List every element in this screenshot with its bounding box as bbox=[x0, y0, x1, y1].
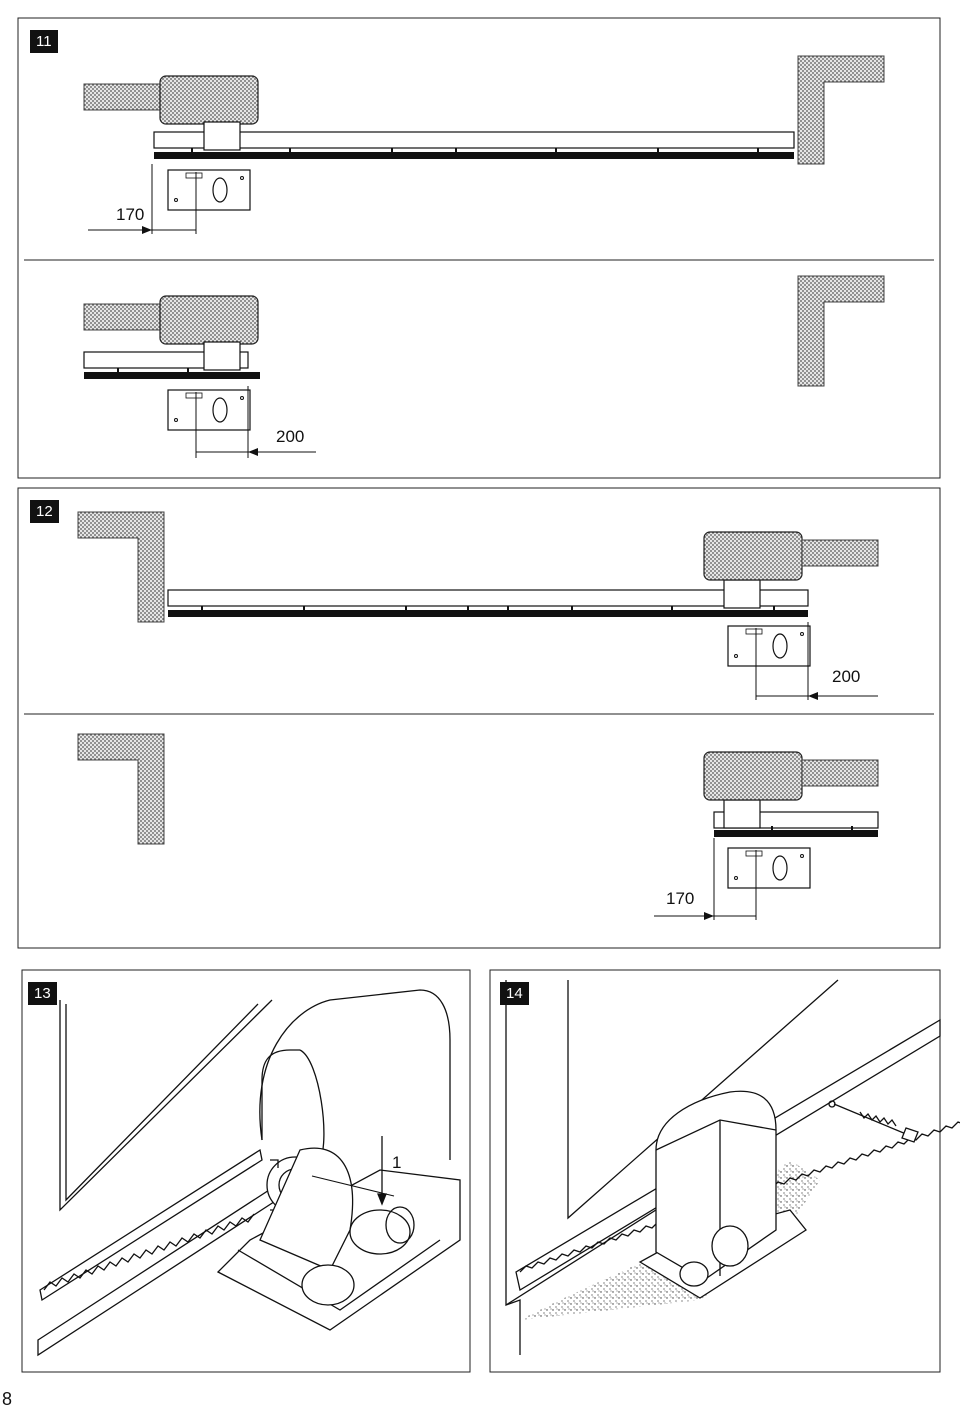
figure-11-dimension-top: 170 bbox=[116, 205, 144, 224]
figure-11-label: 11 bbox=[30, 30, 58, 53]
figure-12-dimension-bottom: 170 bbox=[666, 889, 694, 908]
figure-11-dimension-bottom: 200 bbox=[276, 427, 304, 446]
page-number: 8 bbox=[2, 1389, 13, 1409]
figure-11-top-scene bbox=[83, 55, 885, 234]
figure-12-dimension-top: 200 bbox=[832, 667, 860, 686]
figure-12-frame bbox=[17, 487, 941, 949]
figure-12-bottom-scene bbox=[77, 733, 879, 920]
figure-14-label: 14 bbox=[500, 982, 529, 1005]
figure-14-frame bbox=[489, 969, 941, 1373]
figure-13-callout-label: 1 bbox=[392, 1153, 401, 1172]
figure-13-frame bbox=[21, 969, 471, 1373]
figure-14-installed-motor bbox=[505, 979, 960, 1355]
figure-12-label: 12 bbox=[30, 500, 59, 523]
figure-11-frame bbox=[17, 17, 941, 479]
figure-12-top-scene bbox=[77, 511, 879, 700]
figure-13-label: 13 bbox=[28, 982, 57, 1005]
figure-11-bottom-scene bbox=[83, 275, 885, 458]
figure-13-motor-detail bbox=[37, 989, 461, 1357]
